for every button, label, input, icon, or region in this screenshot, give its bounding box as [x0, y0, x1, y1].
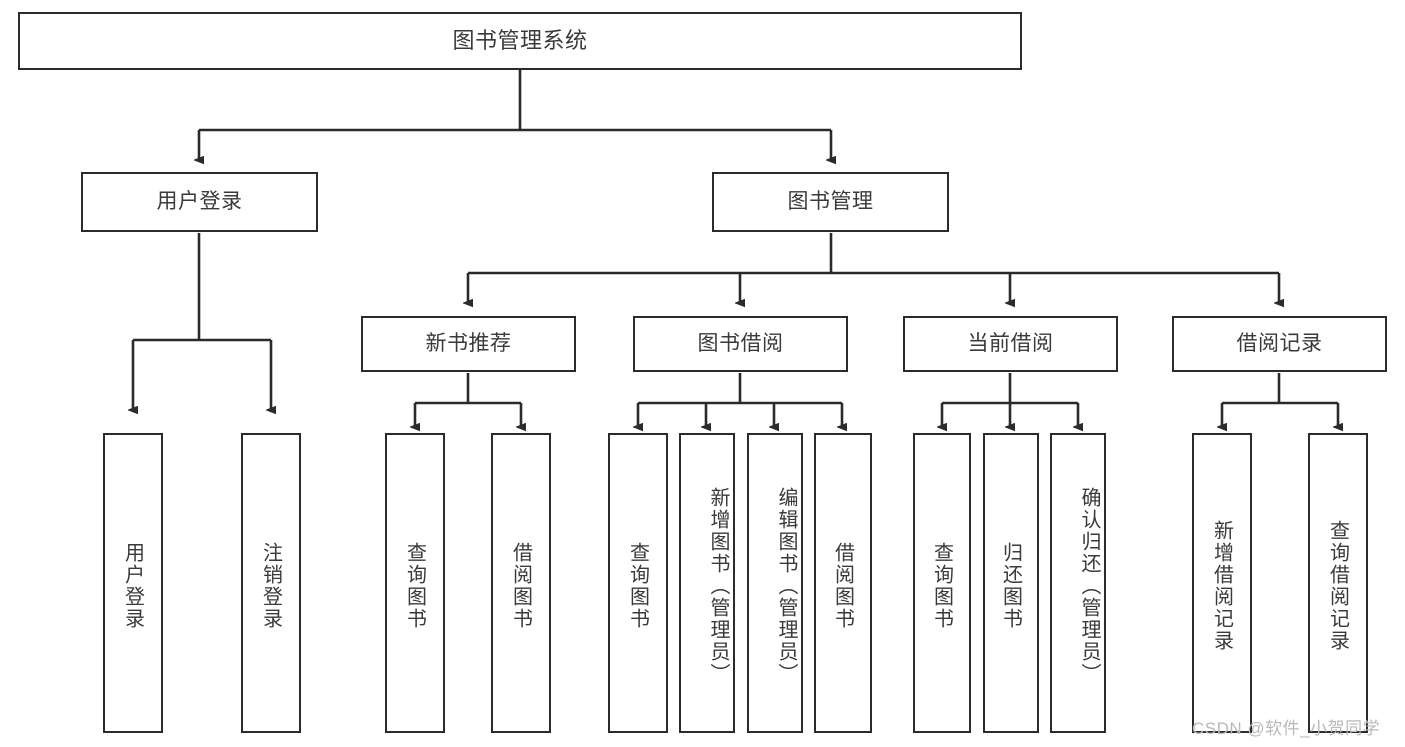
leaf-current-confirm-return-admin[interactable]: 确认归还（管理员） — [1050, 433, 1106, 733]
leaf-user-login[interactable]: 用户登录 — [103, 433, 163, 733]
leaf-borrow-borrow-book[interactable]: 借阅图书 — [814, 433, 872, 733]
node-borrow-record[interactable]: 借阅记录 — [1172, 316, 1387, 372]
leaf-newbook-query-book[interactable]: 查询图书 — [385, 433, 445, 733]
leaf-record-query-borrow-record[interactable]: 查询借阅记录 — [1308, 433, 1368, 733]
node-book-borrow[interactable]: 图书借阅 — [633, 316, 848, 372]
leaf-borrow-add-book-admin[interactable]: 新增图书（管理员） — [679, 433, 735, 733]
leaf-newbook-borrow-book[interactable]: 借阅图书 — [491, 433, 551, 733]
node-current-borrow[interactable]: 当前借阅 — [903, 316, 1118, 372]
node-root[interactable]: 图书管理系统 — [18, 12, 1022, 70]
leaf-borrow-edit-book-admin[interactable]: 编辑图书（管理员） — [747, 433, 803, 733]
node-book-management[interactable]: 图书管理 — [712, 172, 949, 232]
leaf-current-return-book[interactable]: 归还图书 — [983, 433, 1039, 733]
node-new-book-recommend[interactable]: 新书推荐 — [361, 316, 576, 372]
leaf-current-query-book[interactable]: 查询图书 — [913, 433, 971, 733]
leaf-logout[interactable]: 注销登录 — [241, 433, 301, 733]
leaf-borrow-query-book[interactable]: 查询图书 — [608, 433, 668, 733]
csdn-watermark: CSDN @软件_小贺同学 — [1192, 719, 1381, 738]
node-user-login[interactable]: 用户登录 — [81, 172, 318, 232]
leaf-record-add-borrow-record[interactable]: 新增借阅记录 — [1192, 433, 1252, 733]
